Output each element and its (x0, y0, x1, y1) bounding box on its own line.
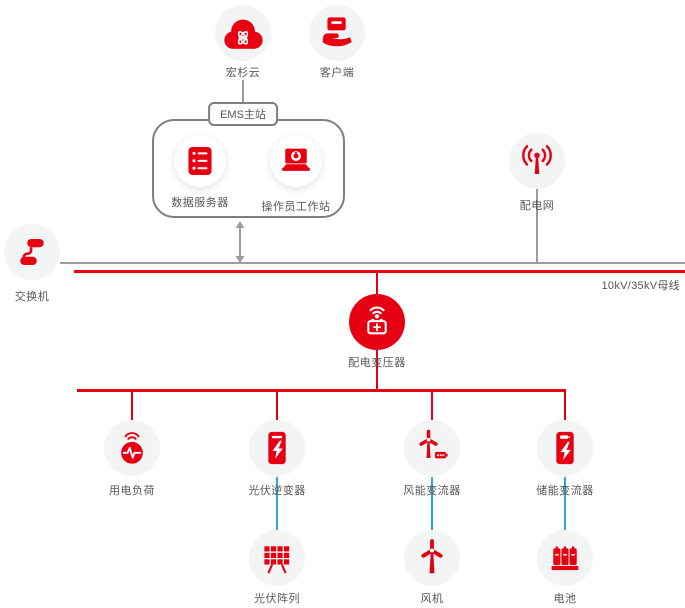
load-label: 用电负荷 (109, 485, 155, 497)
pv-array-node (249, 530, 305, 586)
data-server-node (174, 135, 226, 187)
server-icon (188, 146, 212, 176)
operator-workstation-node (270, 135, 322, 187)
battery-node (537, 530, 593, 586)
antenna-icon (522, 145, 552, 175)
battery-cells-icon (551, 546, 579, 571)
power-grid-label: 配电网 (519, 200, 555, 212)
wind-turbine-icon (421, 539, 443, 574)
lv-bus-red-line (77, 389, 566, 392)
network-switch-icon (20, 238, 44, 266)
wind-turbine-battery-icon (419, 429, 448, 459)
load-node (104, 420, 160, 476)
bus-voltage-label: 10kV/35kV母线 (601, 280, 680, 292)
wind-converter-node (404, 420, 460, 476)
transformer-lower-link-line (375, 349, 379, 390)
transformer-label: 配电变压器 (348, 357, 406, 369)
ems-station-tag: EMS主站 (208, 102, 278, 126)
pv-dc-link-line (276, 477, 278, 530)
pv-array-label: 光伏阵列 (254, 593, 300, 605)
battery-label: 电池 (553, 593, 577, 605)
converter-lightning-icon (556, 431, 574, 465)
transformer-upper-link-line (375, 272, 379, 295)
wind-dc-link-line (431, 477, 433, 530)
wind-turbine-label: 风机 (420, 593, 444, 605)
operator-workstation-label: 操作员工作站 (261, 201, 331, 213)
inverter-lightning-icon (268, 431, 286, 465)
bus-10kv-red-line (74, 270, 685, 273)
ems-bus-arrow (234, 221, 246, 263)
hand-terminal-icon (322, 17, 352, 47)
pv-inverter-label: 光伏逆变器 (248, 485, 306, 497)
switch-label: 交换机 (14, 291, 50, 303)
cloud-node (215, 5, 271, 61)
solar-panel-icon (264, 546, 290, 574)
client-label: 客户端 (319, 67, 355, 79)
pv-inverter-node (249, 420, 305, 476)
power-grid-node (509, 133, 565, 189)
signal-battery-icon (367, 306, 387, 335)
wind-converter-label: 风能变流器 (403, 485, 461, 497)
comm-bus-gray-line (60, 262, 685, 264)
cloud-atom-icon (224, 19, 263, 49)
transformer-node (349, 294, 405, 350)
storage-converter-node (537, 420, 593, 476)
cloud-ems-link-line (242, 80, 244, 103)
branch-wind-converter-line (430, 389, 434, 421)
data-server-label: 数据服务器 (171, 197, 229, 209)
branch-pv-inverter-line (275, 389, 279, 421)
branch-load-line (130, 389, 134, 421)
grid-drop-line (536, 189, 538, 263)
cloud-label: 宏杉云 (225, 67, 261, 79)
client-node (309, 5, 365, 61)
laptop-icon (281, 148, 311, 171)
battery-dc-link-line (564, 477, 566, 530)
storage-converter-label: 储能变流器 (536, 485, 594, 497)
double-arrow-icon (235, 221, 245, 263)
switch-node (4, 224, 60, 280)
heartbeat-monitor-icon (121, 432, 143, 464)
branch-storage-converter-line (563, 389, 567, 421)
wind-turbine-node (404, 530, 460, 586)
